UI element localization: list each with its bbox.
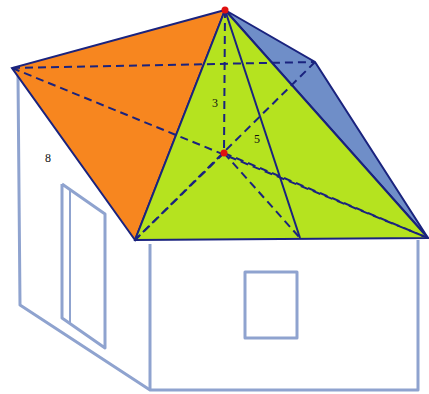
dimension-label: 8 — [44, 152, 52, 164]
dimension-label: 3 — [211, 97, 219, 109]
dimension-label: 5 — [253, 133, 261, 145]
